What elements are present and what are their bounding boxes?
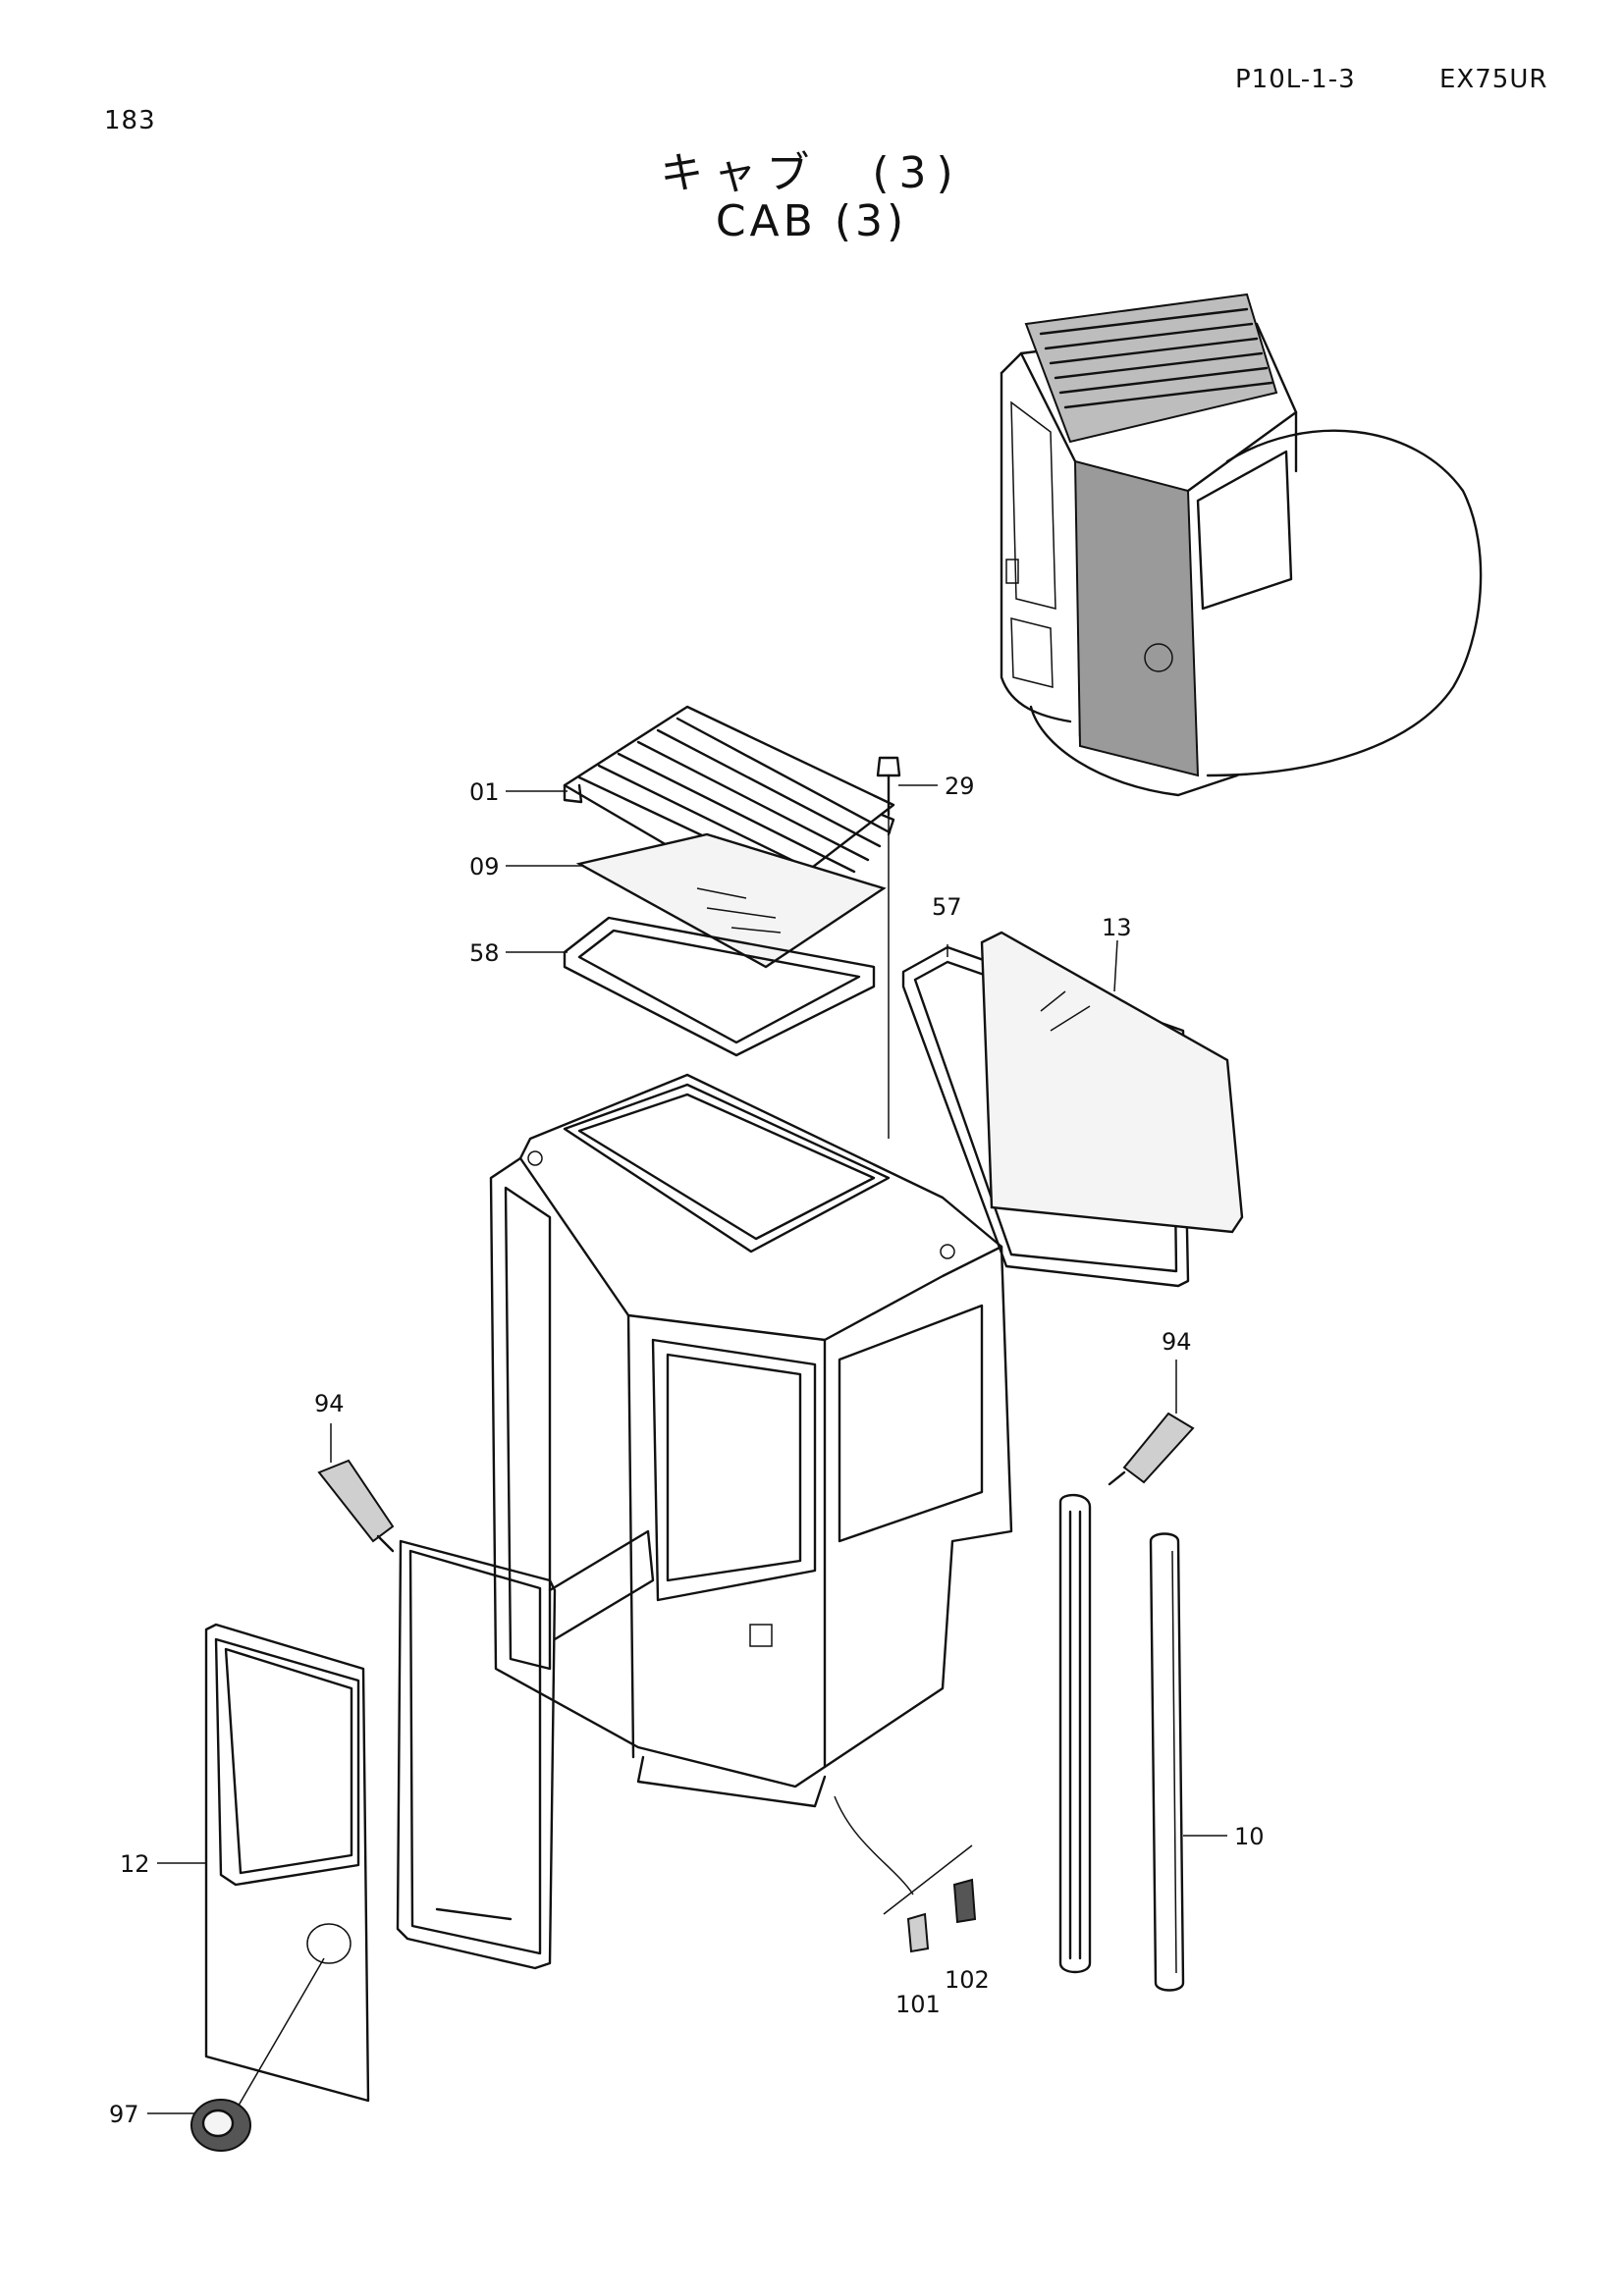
callout-29: 29 (945, 773, 975, 800)
callout-58: 58 (469, 939, 500, 967)
cab-frame (489, 1073, 1013, 1808)
callout-01: 01 (469, 778, 500, 806)
part-29-bolt (876, 756, 901, 1139)
callout-101: 101 (895, 1991, 941, 2018)
callout-09: 09 (469, 853, 500, 881)
machine-reference-view (1000, 293, 1483, 797)
callout-leaders (147, 784, 1227, 2114)
callout-10: 10 (1234, 1823, 1265, 1850)
callout-102: 102 (945, 1966, 990, 1994)
door-weather-strip (396, 1539, 557, 1970)
part-94-sealant-right (1108, 1412, 1195, 1486)
callout-13: 13 (1102, 914, 1132, 941)
page-title-japanese: キャブ (3) (660, 148, 963, 198)
part-12-door (204, 1623, 370, 2111)
callout-94-right: 94 (1162, 1328, 1192, 1356)
callout-57: 57 (932, 893, 962, 921)
callout-94-left: 94 (314, 1390, 345, 1417)
page-title-english: CAB (3) (715, 196, 908, 246)
page-number: 183 (104, 106, 156, 135)
part-09-roof-glass (575, 832, 887, 969)
part-58-roof-seal (563, 916, 876, 1057)
model-code: EX75UR (1439, 65, 1548, 94)
part-10-weather-strip (1058, 1493, 1185, 1992)
part-13-window-glass (980, 931, 1244, 1234)
parts-101-102-plates (834, 1795, 977, 1953)
callout-12: 12 (120, 1850, 150, 1878)
part-94-sealant-left (317, 1459, 395, 1553)
page-code: P10L-1-3 (1235, 65, 1356, 94)
callout-97: 97 (109, 2101, 139, 2128)
part-97-grommet (190, 2099, 251, 2152)
